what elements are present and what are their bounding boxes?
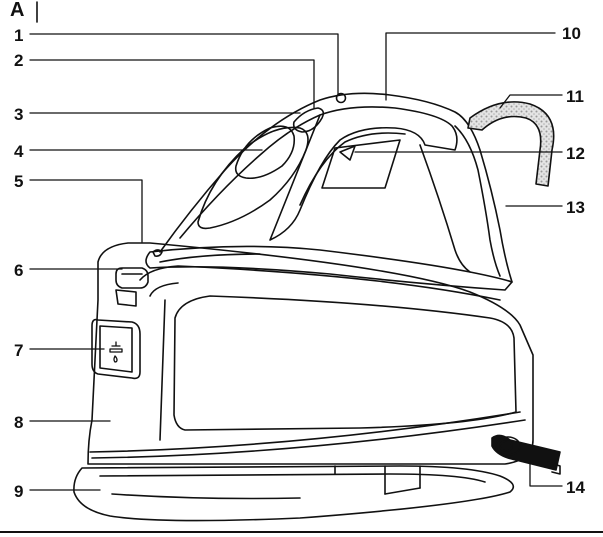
callout-label-5: 5 — [14, 172, 24, 191]
callout-label-2: 2 — [14, 51, 24, 70]
iron-soleplate — [145, 245, 513, 291]
base-band-line — [89, 411, 521, 453]
callout-label-10: 10 — [562, 24, 581, 43]
callout-label-12: 12 — [566, 144, 585, 163]
iron-handle — [269, 106, 458, 241]
cord-socket — [495, 436, 521, 456]
steam-trigger-panel — [234, 125, 296, 180]
figure-letter: A — [10, 0, 25, 21]
water-tap-icon — [109, 341, 123, 363]
iron-lock-button — [115, 267, 149, 289]
lock-slot — [115, 289, 137, 307]
leader-2 — [29, 59, 315, 109]
leader-1 — [29, 33, 339, 95]
callout-label-8: 8 — [14, 413, 24, 432]
control-button-1 — [335, 92, 347, 104]
callout-label-11: 11 — [566, 87, 584, 106]
callout-label-1: 1 — [14, 26, 24, 45]
leader-10 — [385, 32, 556, 101]
leader-14 — [529, 459, 563, 487]
base-body-outline — [87, 242, 534, 465]
callout-label-3: 3 — [14, 105, 24, 124]
callout-label-4: 4 — [14, 142, 24, 161]
water-tank — [91, 318, 141, 380]
base-foot-plate — [73, 465, 515, 522]
base-front-panel — [173, 295, 517, 431]
steam-hose — [467, 101, 555, 187]
callout-leaders — [29, 32, 563, 491]
ready-indicator — [152, 249, 163, 257]
callout-label-14: 14 — [566, 478, 585, 497]
leader-5 — [29, 179, 143, 243]
callout-label-6: 6 — [14, 261, 24, 280]
callout-label-9: 9 — [14, 482, 24, 501]
leader-11 — [499, 94, 563, 109]
steam-trigger-button — [292, 107, 325, 133]
power-cord — [491, 434, 561, 471]
callout-label-7: 7 — [14, 341, 24, 360]
callout-label-13: 13 — [566, 198, 585, 217]
